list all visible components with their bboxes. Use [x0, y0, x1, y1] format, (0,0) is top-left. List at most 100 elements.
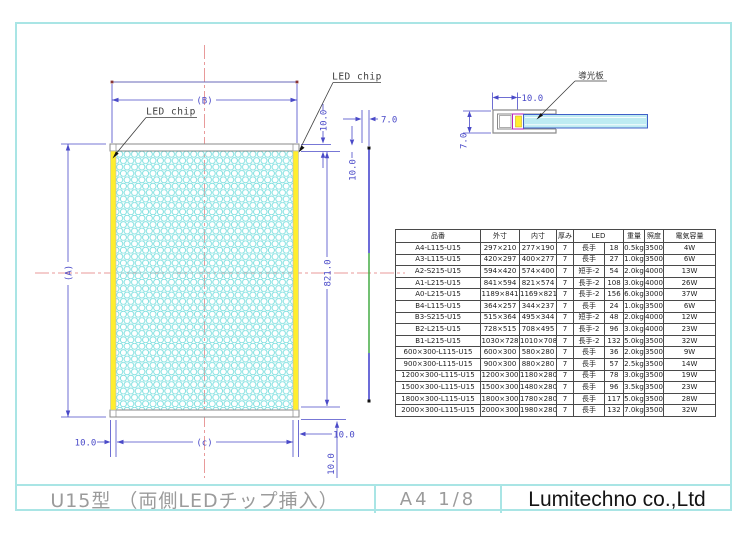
table-cell: 3.0kg — [623, 276, 645, 290]
table-cell: A3-L115-U15 — [395, 253, 481, 267]
table-cell: 7 — [556, 276, 574, 290]
reflector — [499, 115, 512, 128]
table-cell: 14W — [663, 357, 716, 371]
table-cell: 3500 — [644, 369, 664, 383]
sheet-border — [15, 22, 732, 511]
table-cell: 1480×280 — [519, 381, 557, 394]
table-cell: 長手-2 — [573, 334, 605, 348]
dim-label-b: (B) — [196, 97, 212, 107]
table-cell: 7 — [556, 265, 574, 278]
table-cell: 7 — [556, 392, 574, 406]
light-guide-plate-label: 導光板 — [578, 71, 604, 82]
table-cell: 1169×821 — [519, 288, 557, 301]
dim-label-bottom-right-margin: 10.0 — [333, 431, 355, 441]
table-cell: 364×257 — [480, 299, 520, 313]
table-cell: 23W — [663, 323, 716, 336]
table-cell: A2-S215-U15 — [395, 265, 481, 278]
table-cell: 1010×708 — [519, 334, 557, 348]
table-cell: 23W — [663, 381, 716, 394]
col-header-illuminance: 照度 — [644, 229, 664, 243]
spec-table-header-row: 品番 外寸 内寸 厚み LED 重量 照度 電気容量 — [395, 229, 716, 243]
table-cell: B4-L115-U15 — [395, 299, 481, 313]
table-cell: 1200×300 — [480, 369, 520, 383]
dim-label-detail-width: 10.0 — [522, 94, 544, 104]
dimension-bottom-right-margin — [299, 431, 332, 437]
table-cell: 3500 — [644, 242, 664, 255]
table-cell: 短手-2 — [573, 311, 605, 325]
table-cell: 7.0kg — [623, 404, 645, 417]
col-header-led: LED — [573, 229, 624, 243]
table-cell: 3500 — [644, 381, 664, 394]
table-cell: 156 — [604, 288, 624, 301]
table-cell: 26W — [663, 276, 716, 290]
table-cell: 297×210 — [480, 242, 520, 255]
table-cell: 3.5kg — [623, 381, 645, 394]
table-cell: 長手-2 — [573, 323, 605, 336]
table-cell: 6W — [663, 299, 716, 313]
table-cell: 長手-2 — [573, 276, 605, 290]
table-cell: 580×280 — [519, 346, 557, 359]
table-cell: 3.0kg — [623, 369, 645, 383]
table-cell: 728×515 — [480, 323, 520, 336]
table-cell: 96 — [604, 381, 624, 394]
table-cell: 2.0kg — [623, 346, 645, 359]
table-cell: 32W — [663, 404, 716, 417]
sheet-size-scale: A4 1/8 — [374, 486, 500, 513]
table-cell: 0.5kg — [623, 242, 645, 255]
table-cell: 515×364 — [480, 311, 520, 325]
dimension-side-margin — [349, 126, 355, 158]
table-cell: 1030×728 — [480, 334, 520, 348]
table-cell: 7 — [556, 334, 574, 348]
table-cell: 880×280 — [519, 357, 557, 371]
table-cell: 4000 — [644, 265, 664, 278]
table-cell: 420×297 — [480, 253, 520, 267]
table-cell: 344×237 — [519, 299, 557, 313]
led-chip-left-label: LED chip — [146, 107, 196, 118]
dim-label-bottom-right-vertical: 10.0 — [327, 453, 337, 475]
table-cell: 長手 — [573, 253, 605, 267]
table-cell: 1780×280 — [519, 392, 557, 406]
table-cell: 1500×300 — [480, 381, 520, 394]
table-cell: 600×300 — [480, 346, 520, 359]
table-cell: 12W — [663, 311, 716, 325]
table-cell: 6.0kg — [623, 288, 645, 301]
table-cell: B2-L215-U15 — [395, 323, 481, 336]
table-cell: 1.0kg — [623, 253, 645, 267]
table-cell: 2.5kg — [623, 357, 645, 371]
table-cell: 495×344 — [519, 311, 557, 325]
table-cell: 7 — [556, 357, 574, 371]
table-cell: B3-S215-U15 — [395, 311, 481, 325]
table-cell: 4W — [663, 242, 716, 255]
col-header-outer-size: 外寸 — [480, 229, 520, 243]
table-cell: 1980×280 — [519, 404, 557, 417]
panel-side-section-line — [367, 146, 371, 403]
col-header-part-no: 品番 — [395, 229, 481, 243]
table-cell: 9W — [663, 346, 716, 359]
table-cell: 108 — [604, 276, 624, 290]
table-cell: 132 — [604, 404, 624, 417]
table-cell: 277×190 — [519, 242, 557, 255]
table-cell: A1-L215-U15 — [395, 276, 481, 290]
table-cell: 37W — [663, 288, 716, 301]
dim-label-a: (A) — [65, 265, 75, 281]
table-cell: 7 — [556, 346, 574, 359]
dimension-B — [111, 84, 298, 143]
table-cell: 長手 — [573, 346, 605, 359]
drawing-title: U15型 （両側LEDチップ挿入） — [50, 490, 339, 512]
dim-label-inner-height: 821.0 — [324, 259, 334, 286]
table-cell: 96 — [604, 323, 624, 336]
led-chip-callout-right: LED chip — [298, 72, 381, 153]
dim-label-panel-thickness: 7.0 — [381, 116, 397, 126]
panel-front-view — [109, 143, 300, 418]
table-cell: 7 — [556, 288, 574, 301]
led-strip-right — [292, 150, 299, 411]
